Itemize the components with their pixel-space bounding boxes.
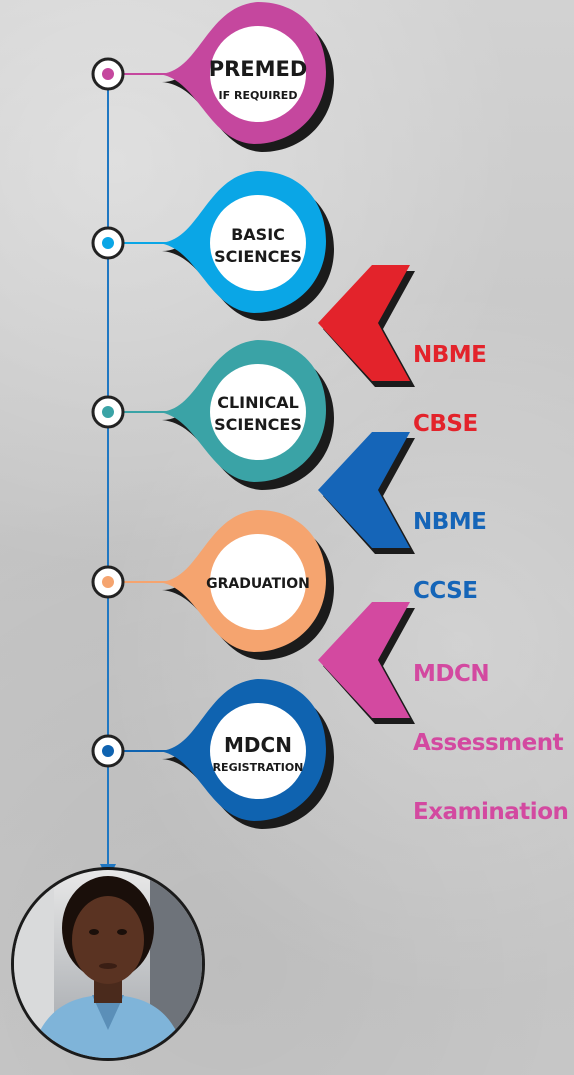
exam-cbse-line2: CBSE — [413, 411, 478, 437]
exam-mdcn-assessment: MDCN Assessment Examination — [413, 617, 569, 847]
timeline-node-premed — [91, 57, 125, 91]
step-registration-line2: REGISTRATION — [213, 761, 304, 774]
exam-cbse-line1: NBME — [413, 342, 487, 368]
step-registration-line1: MDCN — [224, 733, 292, 757]
step-clinical-line2: SCIENCES — [214, 415, 302, 434]
exam-mdcn-line2: Assessment — [413, 730, 564, 756]
pin-mdcn-registration: MDCN REGISTRATION — [158, 679, 334, 829]
step-clinical-line1: CLINICAL — [217, 393, 299, 412]
timeline-node-basic — [91, 226, 125, 260]
step-premed-line1: PREMED — [209, 57, 308, 81]
step-graduation-line1: GRADUATION — [206, 576, 310, 592]
exam-ccse-line1: NBME — [413, 509, 487, 535]
exam-nbme-ccse: NBME CCSE — [413, 465, 487, 626]
pin-basic-sciences: BASIC SCIENCES — [158, 171, 334, 321]
timeline-node-registration — [91, 734, 125, 768]
chevron-left-icon — [318, 602, 415, 724]
avatar — [11, 867, 205, 1061]
pin-graduation: GRADUATION — [158, 510, 334, 660]
exam-mdcn-line1: MDCN — [413, 661, 490, 687]
timeline-node-graduation — [91, 565, 125, 599]
step-basic-line1: BASIC — [231, 225, 285, 244]
chevron-left-icon — [318, 265, 415, 387]
timeline-node-clinical — [91, 395, 125, 429]
step-premed-line2: IF REQUIRED — [219, 89, 298, 102]
pin-premed: PREMED IF REQUIRED — [158, 2, 334, 152]
pin-clinical-sciences: CLINICAL SCIENCES — [158, 340, 334, 490]
exam-ccse-line2: CCSE — [413, 578, 478, 604]
chevron-left-icon — [318, 432, 415, 554]
exam-nbme-cbse: NBME CBSE — [413, 298, 487, 459]
step-basic-line2: SCIENCES — [214, 247, 302, 266]
exam-mdcn-line3: Examination — [413, 799, 569, 825]
